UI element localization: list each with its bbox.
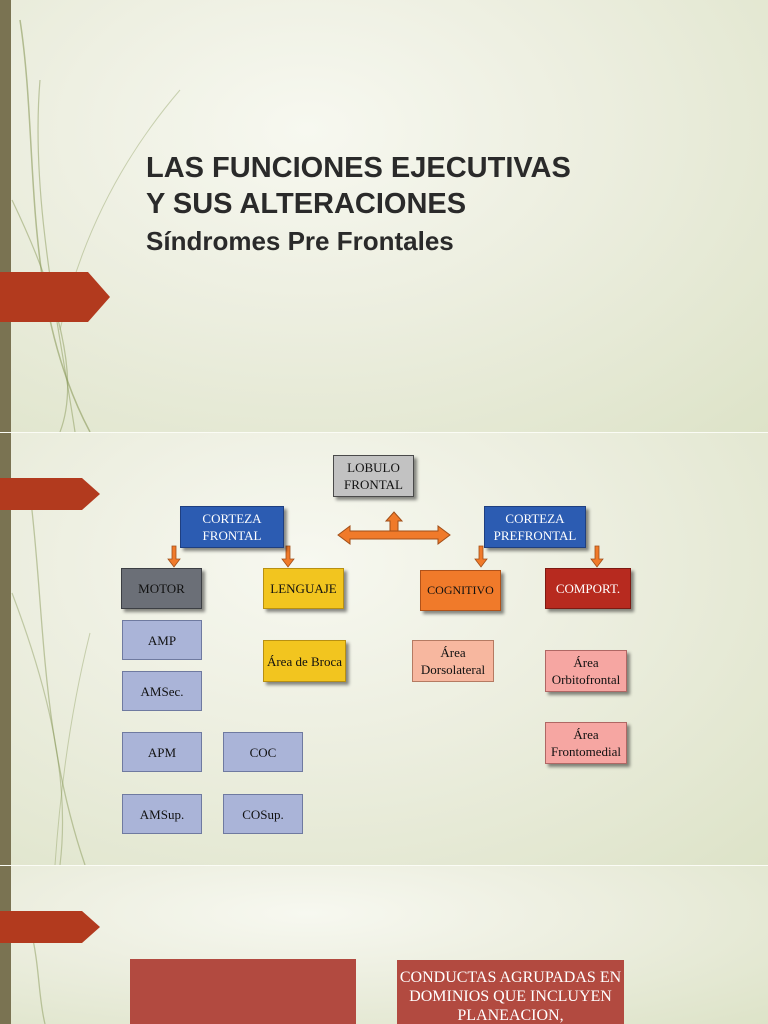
- lenguaje-box: LENGUAJE: [263, 568, 344, 609]
- amsec-box: AMSec.: [122, 671, 202, 711]
- conductas-box: CONDUCTAS AGRUPADAS EN DOMINIOS QUE INCL…: [397, 960, 624, 1024]
- area-orbitofrontal-box: Área Orbitofrontal: [545, 650, 627, 692]
- accent-arrow-tag: [0, 478, 100, 510]
- slide-diagram: LOBULO FRONTAL CORTEZA FRONTAL CORTEZA P…: [0, 433, 768, 865]
- amp-box: AMP: [122, 620, 202, 660]
- cosup-box: COSup.: [223, 794, 303, 834]
- slide-separator: [0, 865, 768, 866]
- coc-box: COC: [223, 732, 303, 772]
- cognitivo-box: COGNITIVO: [420, 570, 501, 611]
- left-bar: [0, 433, 11, 865]
- red-content-box: [130, 959, 356, 1024]
- left-bar: [0, 866, 11, 1024]
- corteza-frontal-box: CORTEZA FRONTAL: [180, 506, 284, 548]
- slide-partial: CONDUCTAS AGRUPADAS EN DOMINIOS QUE INCL…: [0, 866, 768, 1024]
- motor-box: MOTOR: [121, 568, 202, 609]
- title-line-1: LAS FUNCIONES EJECUTIVAS: [146, 152, 571, 184]
- accent-arrow-tag: [0, 272, 110, 322]
- slide-title: LAS FUNCIONES EJECUTIVAS Y SUS ALTERACIO…: [0, 0, 768, 432]
- decorative-swirl: [11, 492, 91, 865]
- slide-separator: [0, 432, 768, 433]
- corteza-prefrontal-box: CORTEZA PREFRONTAL: [484, 506, 586, 548]
- accent-arrow-tag: [0, 911, 100, 943]
- area-broca-box: Área de Broca: [263, 640, 346, 682]
- title-line-2: Y SUS ALTERACIONES: [146, 188, 467, 220]
- diagram-arrows: [167, 511, 604, 568]
- amsup-box: AMSup.: [122, 794, 202, 834]
- slide-title-text: LAS FUNCIONES EJECUTIVAS Y SUS ALTERACIO…: [146, 150, 571, 222]
- area-frontomedial-box: Área Frontomedial: [545, 722, 627, 764]
- left-bar: [0, 0, 11, 432]
- apm-box: APM: [122, 732, 202, 772]
- area-dorsolateral-box: Área Dorsolateral: [412, 640, 494, 682]
- lobulo-frontal-box: LOBULO FRONTAL: [333, 455, 414, 497]
- comport-box: COMPORT.: [545, 568, 631, 609]
- slide-subtitle: Síndromes Pre Frontales: [146, 226, 454, 256]
